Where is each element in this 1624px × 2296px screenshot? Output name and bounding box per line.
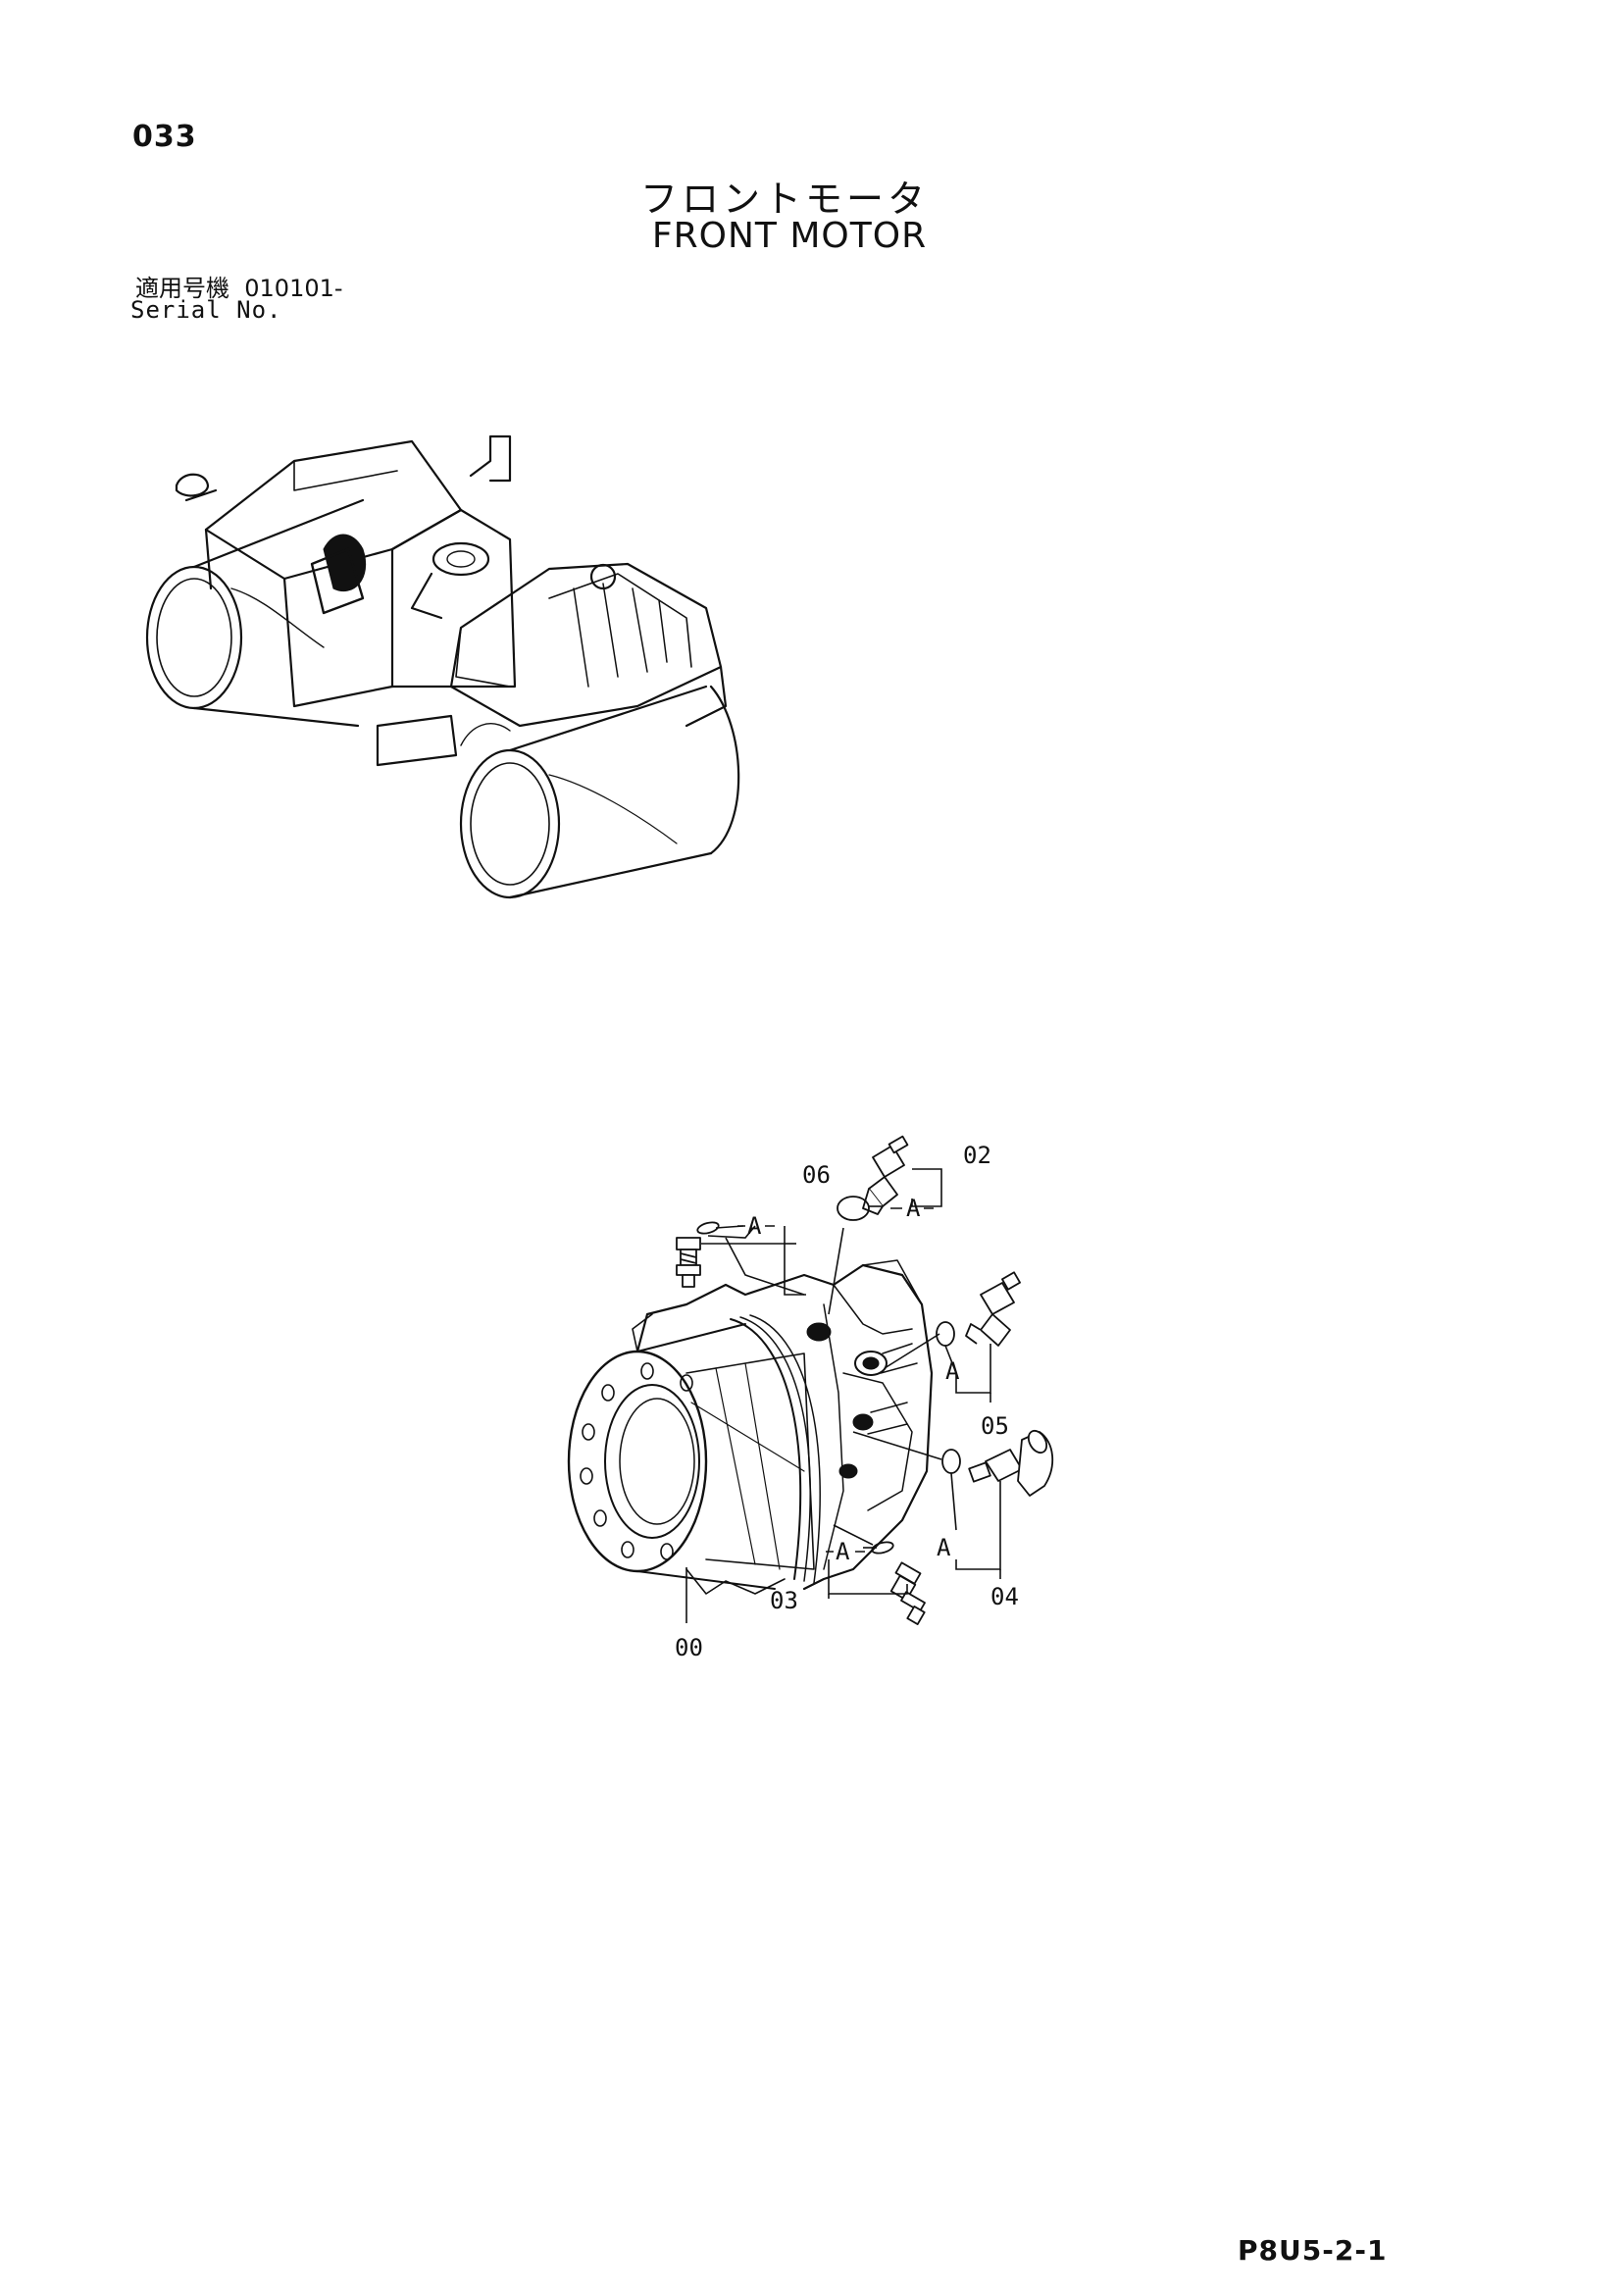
serial-info: 適用号機 010101- bbox=[135, 269, 343, 303]
fitting-03-icon bbox=[889, 1561, 926, 1625]
page-title-jp: フロントモータ bbox=[639, 178, 929, 221]
flange-bolt-holes bbox=[580, 1362, 693, 1560]
fittings bbox=[676, 1135, 1054, 1625]
callout-labels: 06 02 05 04 03 00 A A A A A bbox=[675, 1142, 1019, 1661]
fitting-04-icon bbox=[968, 1429, 1054, 1497]
marker-dashes bbox=[737, 1207, 934, 1553]
footer-code: P8U5-2-1 bbox=[1238, 2234, 1388, 2267]
page-title-en: FRONT MOTOR bbox=[651, 216, 928, 256]
serial-value: 010101- bbox=[244, 275, 343, 302]
roller-overview bbox=[145, 434, 740, 899]
serial-label-en: Serial No. bbox=[130, 296, 282, 324]
callout-02: 02 bbox=[963, 1142, 991, 1169]
marker-a-05: A bbox=[945, 1357, 960, 1385]
page-number: 033 bbox=[132, 120, 197, 154]
o-rings bbox=[696, 1196, 961, 1555]
leader-lines bbox=[685, 1168, 1001, 1623]
fitting-06-icon bbox=[676, 1237, 701, 1288]
marker-a-02: A bbox=[906, 1195, 921, 1222]
callout-06: 06 bbox=[802, 1161, 831, 1189]
fitting-05-icon bbox=[965, 1271, 1021, 1347]
callout-00: 00 bbox=[675, 1634, 703, 1661]
fitting-02-icon bbox=[862, 1135, 909, 1215]
callout-03: 03 bbox=[770, 1587, 798, 1614]
marker-a-06: A bbox=[747, 1212, 762, 1240]
marker-a-03: A bbox=[836, 1538, 850, 1565]
serial-label-jp: 適用号機 bbox=[135, 275, 229, 302]
callout-05: 05 bbox=[981, 1412, 1009, 1440]
marker-a-04: A bbox=[937, 1534, 951, 1561]
callout-04: 04 bbox=[990, 1583, 1019, 1610]
